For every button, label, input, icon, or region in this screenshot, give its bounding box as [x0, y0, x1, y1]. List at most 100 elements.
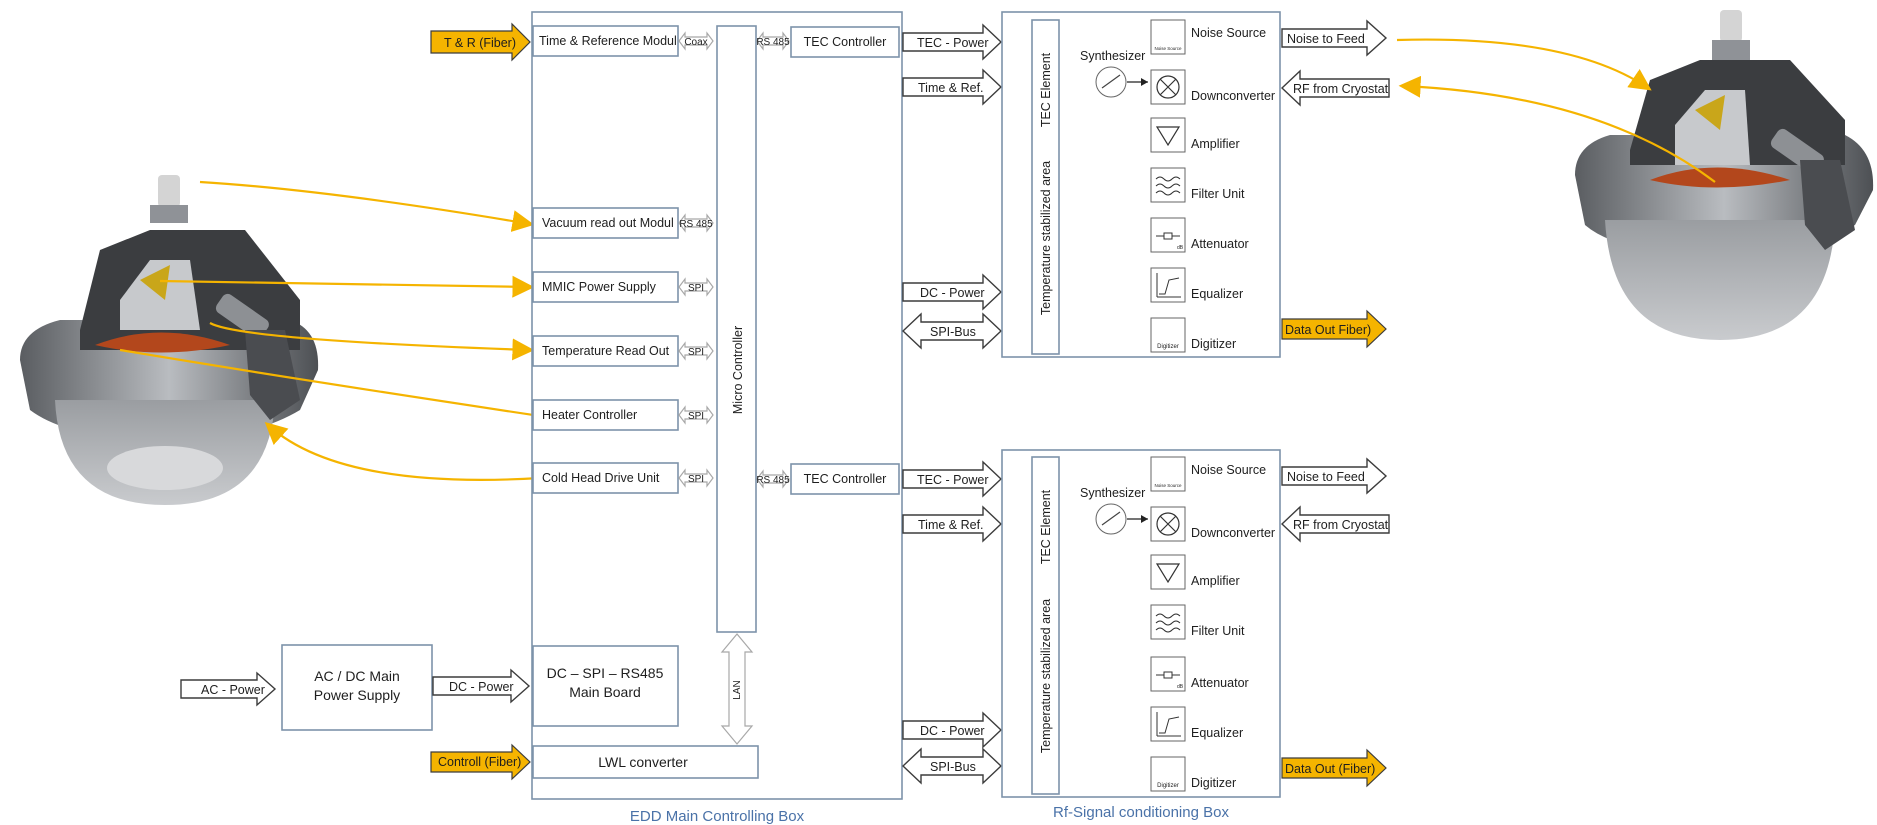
mixer-circle: [1156, 75, 1180, 99]
lan-link: LAN: [720, 633, 754, 745]
cryostat-left-image: [20, 175, 319, 505]
amplifier-triangle: [1155, 563, 1181, 584]
svg-text:SPI: SPI: [688, 411, 704, 422]
module-vacuum-readout: Vacuum read out Modul: [532, 207, 679, 239]
amplifier-icon: [1150, 554, 1186, 590]
svg-text:RF from Cryostat: RF from Cryostat: [1293, 518, 1389, 532]
left-signal-flows: [119, 180, 541, 481]
rf-component-label: Filter Unit: [1191, 187, 1245, 201]
svg-text:RS 485: RS 485: [756, 475, 790, 486]
svg-text:Heater Controller: Heater Controller: [542, 408, 637, 422]
bus-arrows-top: TEC - Power Time & Ref. DC - Power SPI-B…: [901, 23, 1003, 350]
micro-controller-label: Micro Controller: [731, 326, 745, 414]
svg-text:DC – SPI – RS485: DC – SPI – RS485: [547, 665, 664, 681]
rf-box-top: TEC Element Temperature stabilized area …: [1001, 11, 1281, 358]
right-signal-flows: [1396, 38, 1716, 183]
rf-component-label: Attenuator: [1191, 237, 1249, 251]
rf-component-label: Downconverter: [1191, 89, 1275, 103]
svg-text:TEC Controller: TEC Controller: [804, 35, 887, 49]
synthesizer-connector-head: [1141, 515, 1148, 523]
rf-component-label: Amplifier: [1191, 574, 1240, 588]
svg-text:Synthesizer: Synthesizer: [1080, 49, 1145, 63]
svg-text:MMIC Power Supply: MMIC Power Supply: [542, 280, 657, 294]
synthesizer-connector-head: [1141, 78, 1148, 86]
main-board: DC – SPI – RS485 Main Board: [532, 645, 679, 727]
svg-text:Data Out Fiber): Data Out Fiber): [1285, 323, 1371, 337]
tr-fiber-arrow: T & R (Fiber): [430, 22, 531, 62]
ac-power-arrow: AC - Power: [180, 671, 277, 707]
svg-text:T & R (Fiber): T & R (Fiber): [444, 36, 516, 50]
svg-text:RS 485: RS 485: [756, 37, 790, 48]
amplifier-triangle: [1155, 126, 1181, 147]
noise-source-icon-text: Noise Source: [1154, 483, 1182, 488]
attenuator-icon-text: dB: [1177, 245, 1184, 251]
svg-text:Time & Reference Modul: Time & Reference Modul: [539, 34, 677, 48]
svg-text:Noise to Feed: Noise to Feed: [1287, 32, 1365, 46]
tec-controller-1: TEC Controller: [790, 26, 900, 58]
digitizer-icon: [1150, 317, 1186, 353]
svg-text:SPI: SPI: [688, 347, 704, 358]
svg-text:Power Supply: Power Supply: [314, 687, 400, 703]
svg-text:Main Board: Main Board: [569, 684, 641, 700]
svg-text:LAN: LAN: [732, 680, 743, 699]
svg-text:SPI: SPI: [688, 283, 704, 294]
svg-text:Temperature stabilized area: Temperature stabilized area: [1039, 599, 1053, 753]
noise-source-icon: [1150, 456, 1186, 492]
svg-text:DC - Power: DC - Power: [449, 680, 514, 694]
rf-component-label: Equalizer: [1191, 287, 1243, 301]
svg-text:TEC Element: TEC Element: [1039, 489, 1053, 564]
attenuator-block: [1163, 671, 1173, 679]
control-fiber-arrow: Controll (Fiber): [430, 743, 531, 781]
outputs-top: Noise to Feed RF from Cryostat Data Out …: [1280, 19, 1390, 349]
rf-component-label: Filter Unit: [1191, 624, 1245, 638]
svg-text:AC - Power: AC - Power: [201, 683, 265, 697]
cryostat-right-image: [1575, 10, 1874, 340]
rf-component-label: Attenuator: [1191, 676, 1249, 690]
svg-text:Vacuum read out Modul: Vacuum read out Modul: [542, 216, 674, 230]
svg-text:RF from Cryostat: RF from Cryostat: [1293, 82, 1389, 96]
svg-text:Time & Ref.: Time & Ref.: [918, 81, 984, 95]
attenuator-icon-text: dB: [1177, 684, 1184, 690]
attenuator-block: [1163, 232, 1173, 240]
svg-text:TEC - Power: TEC - Power: [917, 36, 989, 50]
outputs-bottom: Noise to Feed RF from Cryostat Data Out …: [1280, 457, 1390, 788]
svg-text:TEC Element: TEC Element: [1039, 52, 1053, 127]
rf-component-label: Noise Source: [1191, 463, 1266, 477]
svg-text:Time & Ref.: Time & Ref.: [918, 518, 984, 532]
rf-box-bottom: TEC Element Temperature stabilized area …: [1001, 449, 1281, 798]
module-mmic-power: MMIC Power Supply: [532, 271, 679, 303]
svg-text:Coax: Coax: [684, 37, 707, 48]
rf-component-label: Noise Source: [1191, 26, 1266, 40]
rf-box-caption: Rf-Signal conditioning Box: [1053, 804, 1229, 821]
rf-component-label: Digitizer: [1191, 776, 1236, 790]
digitizer-icon-text: Digitizer: [1157, 344, 1179, 350]
module-temperature-readout: Temperature Read Out: [532, 335, 679, 367]
amplifier-icon: [1150, 117, 1186, 153]
tec-links: RS 485 RS 485: [756, 31, 790, 489]
svg-text:TEC - Power: TEC - Power: [917, 473, 989, 487]
mixer-circle: [1156, 512, 1180, 536]
svg-text:Synthesizer: Synthesizer: [1080, 486, 1145, 500]
micro-controller: [716, 25, 757, 633]
tec-controller-2: TEC Controller: [790, 463, 900, 495]
noise-source-icon-text: Noise Source: [1154, 46, 1182, 51]
synthesizer-arrow-icon: [1101, 74, 1121, 89]
lwl-converter: LWL converter: [532, 745, 759, 779]
mixer-cross: [1159, 515, 1177, 533]
synthesizer-arrow-icon: [1101, 511, 1121, 526]
filter-icon: [1150, 167, 1186, 203]
svg-text:Controll (Fiber): Controll (Fiber): [438, 755, 521, 769]
svg-text:DC - Power: DC - Power: [920, 724, 985, 738]
rf-component-label: Amplifier: [1191, 137, 1240, 151]
edd-main-box-caption: EDD Main Controlling Box: [630, 808, 805, 825]
digitizer-icon-text: Digitizer: [1157, 783, 1179, 789]
svg-text:Noise to Feed: Noise to Feed: [1287, 470, 1365, 484]
svg-text:Cold Head Drive Unit: Cold Head Drive Unit: [542, 471, 660, 485]
rf-component-label: Equalizer: [1191, 726, 1243, 740]
svg-text:Temperature stabilized area: Temperature stabilized area: [1039, 161, 1053, 315]
noise-source-icon: [1150, 19, 1186, 55]
svg-text:Data Out (Fiber): Data Out (Fiber): [1285, 762, 1375, 776]
mixer-cross: [1159, 78, 1177, 96]
module-links: Coax RS 485 SPI SPI SPI SPI: [678, 31, 714, 488]
